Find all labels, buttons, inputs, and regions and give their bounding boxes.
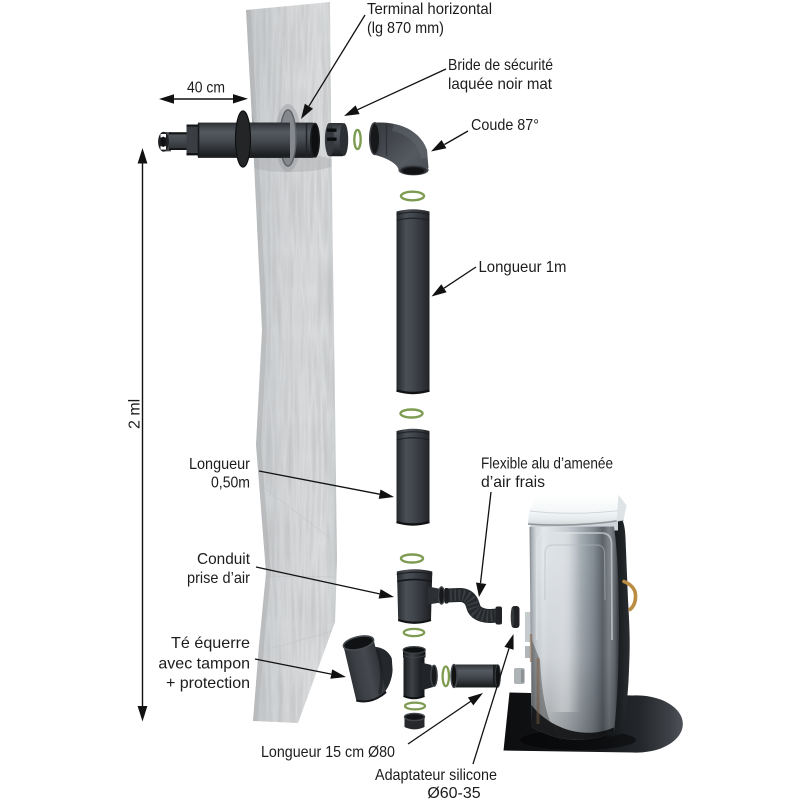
svg-text:Flexible alu d’amenée: Flexible alu d’amenée	[481, 456, 613, 473]
svg-text:Adaptateur silicone: Adaptateur silicone	[375, 767, 497, 784]
svg-text:avec tampon: avec tampon	[158, 656, 250, 673]
svg-text:Longueur 1m: Longueur 1m	[479, 259, 567, 276]
svg-text:0,50m: 0,50m	[211, 475, 250, 492]
svg-text:Ø60-35: Ø60-35	[427, 785, 480, 800]
svg-text:d’air frais: d’air frais	[481, 474, 545, 491]
svg-text:Bride de sécurité: Bride de sécurité	[448, 57, 553, 74]
svg-text:40 cm: 40 cm	[187, 80, 225, 97]
svg-text:Longueur: Longueur	[189, 456, 251, 473]
svg-text:Coude 87°: Coude 87°	[471, 117, 539, 134]
svg-text:Terminal horizontal: Terminal horizontal	[367, 1, 492, 18]
svg-text:prise d’air: prise d’air	[187, 570, 251, 587]
svg-text:+ protection: + protection	[166, 675, 250, 692]
svg-text:(lg 870 mm): (lg 870 mm)	[367, 20, 444, 37]
svg-text:Conduit: Conduit	[197, 551, 251, 568]
svg-text:2 ml: 2 ml	[127, 399, 144, 429]
svg-text:Longueur 15 cm Ø80: Longueur 15 cm Ø80	[261, 744, 395, 761]
svg-text:Té équerre: Té équerre	[171, 635, 250, 652]
svg-text:laquée noir mat: laquée noir mat	[448, 76, 553, 93]
